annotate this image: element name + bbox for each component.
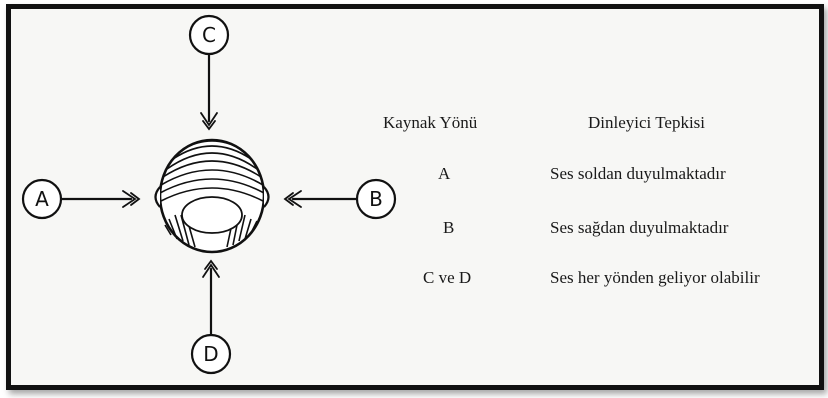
row-cd-source: C ve D <box>423 268 472 287</box>
sound-direction-diagram: C A B D <box>21 14 397 375</box>
source-b-marker <box>283 178 397 220</box>
source-d-label: D <box>203 342 218 366</box>
header-source-direction: Kaynak Yönü <box>383 113 478 132</box>
source-c-marker <box>188 14 230 131</box>
header-listener-response: Dinleyici Tepkisi <box>588 113 706 132</box>
source-b-label: B <box>369 187 383 211</box>
source-a-label: A <box>35 187 49 211</box>
row-cd-response: Ses her yönden geliyor olabilir <box>550 268 760 287</box>
source-d-marker <box>190 259 232 375</box>
row-b-response: Ses sağdan duyulmaktadır <box>550 218 729 237</box>
figure-frame: C A B D Kaynak Yönü Dinleyici Tepkisi A … <box>6 4 824 390</box>
listener-head <box>154 138 270 254</box>
direction-response-table: Kaynak Yönü Dinleyici Tepkisi A Ses sold… <box>11 9 819 385</box>
source-a-marker <box>21 178 141 220</box>
source-c-label: C <box>202 23 216 47</box>
row-a-response: Ses soldan duyulmaktadır <box>550 164 726 183</box>
row-a-source: A <box>438 164 451 183</box>
row-b-source: B <box>443 218 455 237</box>
